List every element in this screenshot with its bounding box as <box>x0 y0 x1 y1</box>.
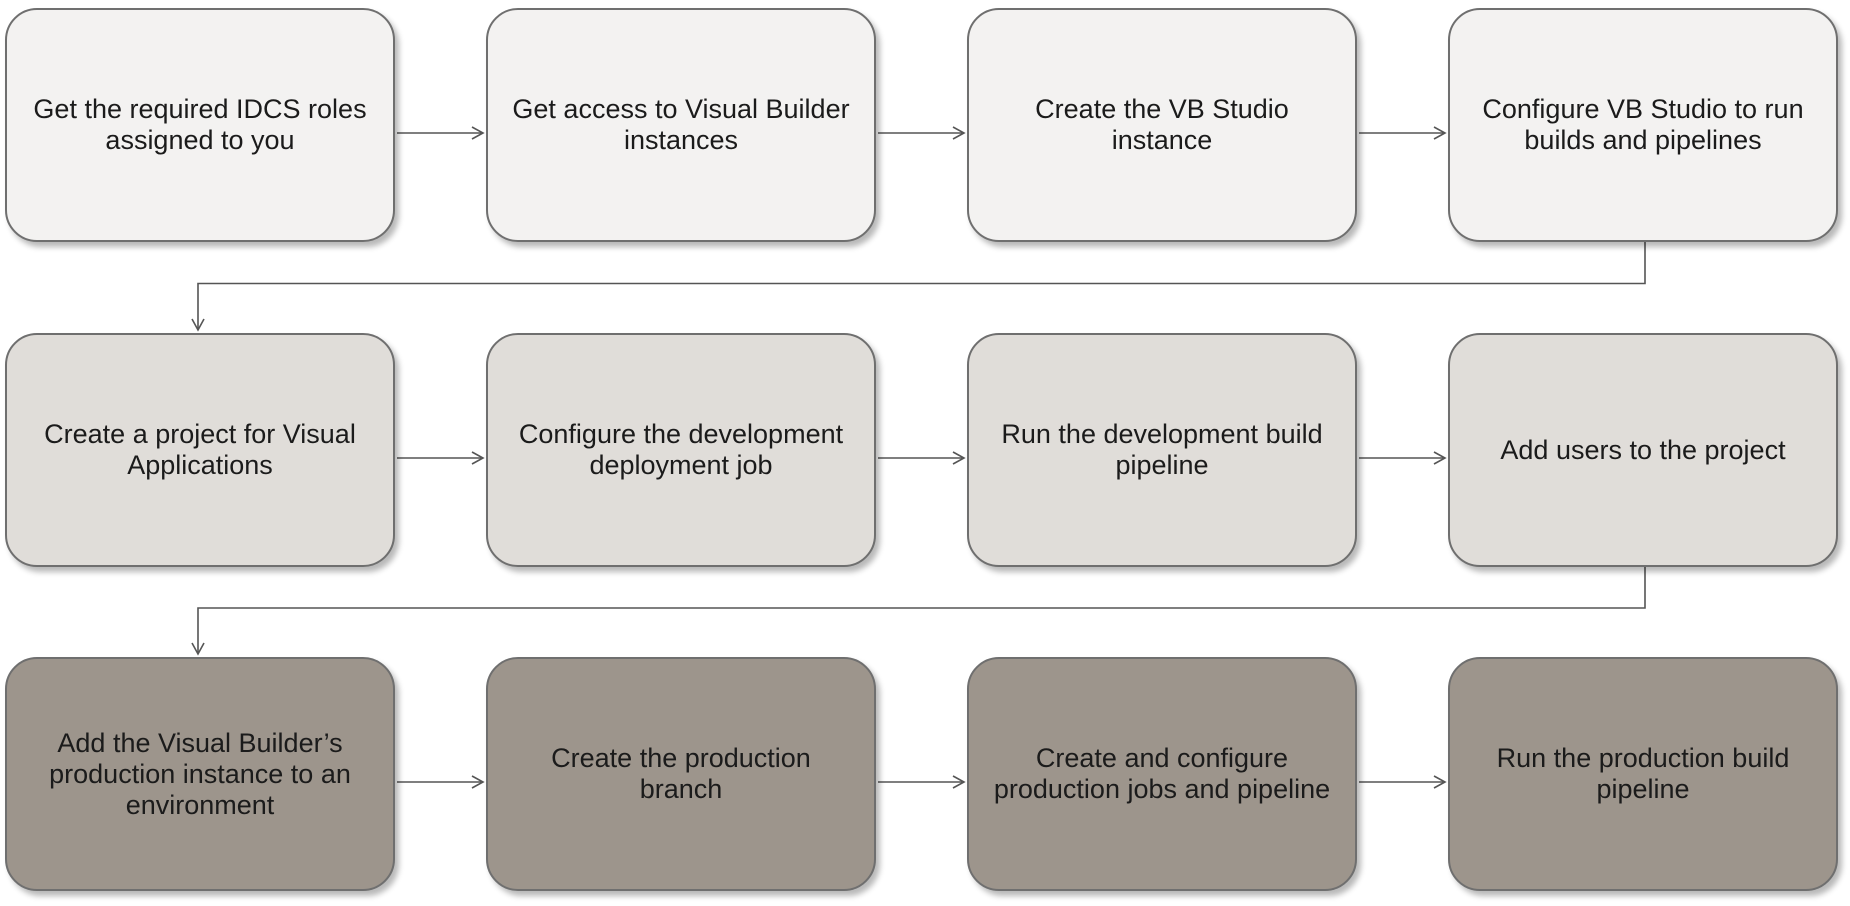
step-label: Get the required IDCS roles assigned to … <box>33 94 367 155</box>
step-create-vb-studio: Create the VB Studio instance <box>967 8 1357 242</box>
step-label: Add users to the project <box>1500 434 1786 465</box>
step-configure-vb-studio: Configure VB Studio to run builds and pi… <box>1448 8 1838 242</box>
step-create-project: Create a project for Visual Applications <box>5 333 395 567</box>
step-get-idcs-roles: Get the required IDCS roles assigned to … <box>5 8 395 242</box>
step-get-vb-access: Get access to Visual Builder instances <box>486 8 876 242</box>
step-create-prod-branch: Create the production branch <box>486 657 876 891</box>
step-add-prod-instance: Add the Visual Builder’s production inst… <box>5 657 395 891</box>
step-label: Create the production branch <box>551 743 811 804</box>
step-label: Run the development build pipeline <box>1001 419 1323 480</box>
step-label: Configure the development deployment job <box>518 419 844 480</box>
step-label: Run the production build pipeline <box>1496 743 1790 804</box>
step-run-prod-pipeline: Run the production build pipeline <box>1448 657 1838 891</box>
step-label: Create a project for Visual Applications <box>44 419 356 480</box>
step-label: Get access to Visual Builder instances <box>512 94 850 155</box>
elbow-arrow-connector <box>191 242 1646 332</box>
step-add-users: Add users to the project <box>1448 333 1838 567</box>
elbow-arrow-connector <box>191 567 1646 656</box>
step-label: Add the Visual Builder’s production inst… <box>49 727 351 820</box>
step-label: Create and configure production jobs and… <box>993 743 1331 804</box>
step-run-dev-pipeline: Run the development build pipeline <box>967 333 1357 567</box>
step-create-prod-jobs: Create and configure production jobs and… <box>967 657 1357 891</box>
step-configure-dev-deploy-job: Configure the development deployment job <box>486 333 876 567</box>
step-label: Create the VB Studio instance <box>1035 94 1289 155</box>
step-label: Configure VB Studio to run builds and pi… <box>1482 94 1804 155</box>
